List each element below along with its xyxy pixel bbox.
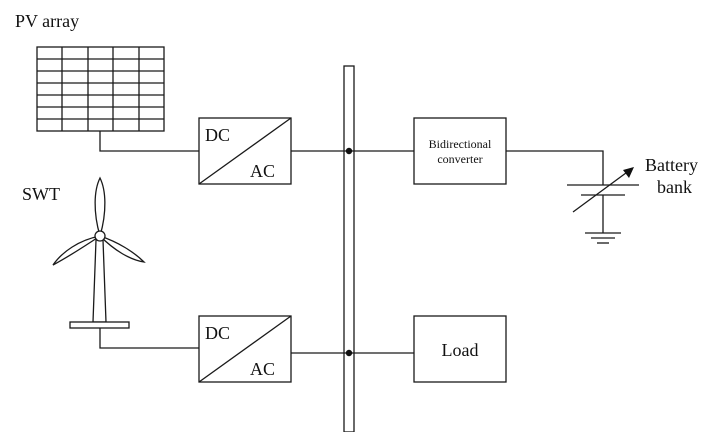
bottom-bus-junction bbox=[345, 349, 353, 357]
inverter-bottom-ac-label: AC bbox=[250, 359, 275, 379]
load-label: Load bbox=[442, 340, 479, 360]
bidirectional-line2: converter bbox=[437, 152, 482, 166]
load-box: Load bbox=[413, 315, 507, 383]
bidirectional-line1: Bidirectional bbox=[429, 137, 492, 151]
pv-wire bbox=[99, 131, 199, 152]
wind-turbine bbox=[52, 176, 146, 329]
inverter-top-ac-label: AC bbox=[250, 161, 275, 181]
battery-wire bbox=[506, 150, 604, 185]
dc-ac-inverter-top: DC AC bbox=[198, 117, 292, 185]
pv-array-label: PV array bbox=[15, 11, 79, 31]
inverter-bottom-dc-label: DC bbox=[205, 323, 230, 343]
bidirectional-converter: Bidirectional converter bbox=[413, 117, 507, 185]
battery-label-line1: Battery bbox=[645, 155, 698, 175]
ac-bus-bar bbox=[343, 65, 355, 432]
battery-label-line2: bank bbox=[657, 177, 692, 197]
battery-bank-symbol bbox=[567, 167, 639, 244]
pv-array-panel bbox=[36, 46, 165, 132]
inverter-top-dc-label: DC bbox=[205, 125, 230, 145]
dc-ac-inverter-bottom: DC AC bbox=[198, 315, 292, 383]
top-bus-junction bbox=[345, 147, 353, 155]
swt-wire bbox=[99, 328, 199, 349]
swt-label: SWT bbox=[22, 184, 60, 204]
